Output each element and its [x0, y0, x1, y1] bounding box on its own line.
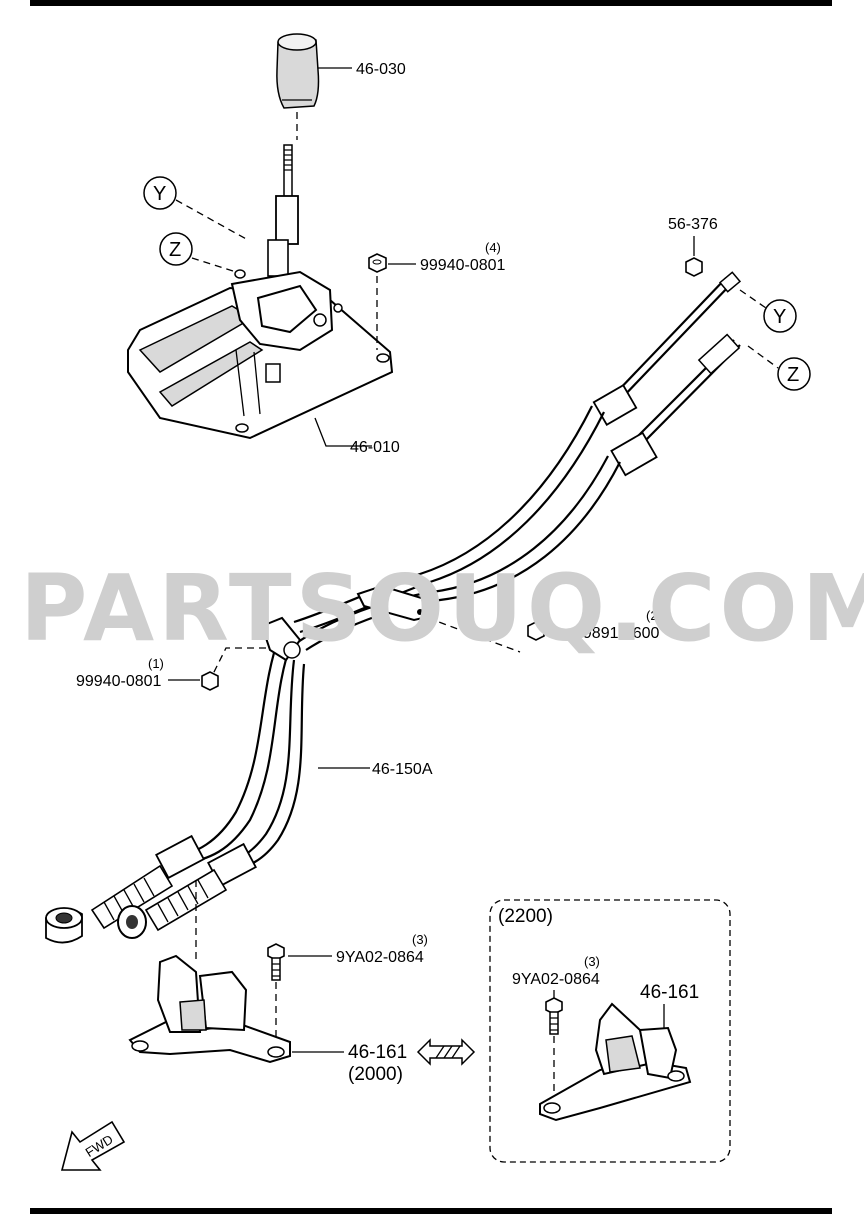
- label-nut-left: 99940-0801: [76, 673, 162, 690]
- nut-left[interactable]: [201, 671, 219, 691]
- label-cable: 46-150A: [372, 761, 433, 778]
- svg-text:Z: Z: [787, 364, 799, 386]
- bolt[interactable]: [267, 943, 285, 981]
- label-bracket-variant: (2000): [348, 1064, 403, 1085]
- nut-top[interactable]: [368, 253, 387, 273]
- callout-y-right: Y: [763, 299, 797, 333]
- label-bracket-alt: 46-161: [640, 982, 699, 1003]
- label-bolt-qty: (3): [412, 932, 428, 947]
- label-nut-mid: 99891-0600: [574, 625, 660, 642]
- shifter-assembly[interactable]: [127, 269, 394, 440]
- label-bolt: 9YA02-0864: [336, 949, 424, 966]
- label-nut-mid-qty: (2): [646, 608, 662, 623]
- bottom-border: [30, 1208, 832, 1214]
- label-nut-top: 99940-0801: [420, 257, 506, 274]
- callout-z-right: Z: [777, 357, 811, 391]
- label-bolt-alt-qty: (3): [584, 954, 600, 969]
- cable-bracket[interactable]: [128, 954, 291, 1064]
- shift-lever: [267, 144, 299, 277]
- label-nut-left-qty: (1): [148, 656, 164, 671]
- label-bushing: 56-376: [668, 216, 718, 233]
- shift-cables[interactable]: [45, 271, 742, 944]
- label-shifter: 46-010: [350, 439, 400, 456]
- svg-text:Y: Y: [773, 306, 786, 328]
- top-border: [30, 0, 832, 6]
- label-variant-2200: (2200): [498, 906, 553, 927]
- svg-text:Z: Z: [169, 239, 181, 261]
- forward-direction-icon: FWD: [60, 1120, 126, 1171]
- bushing[interactable]: [685, 257, 703, 277]
- cable-bracket-alt[interactable]: [539, 1002, 692, 1122]
- bolt-alt[interactable]: [545, 997, 563, 1035]
- callout-y-left: Y: [143, 176, 177, 210]
- label-knob: 46-030: [356, 61, 406, 78]
- shift-knob[interactable]: [276, 33, 320, 109]
- label-bolt-alt: 9YA02-0864: [512, 971, 600, 988]
- svg-text:Y: Y: [153, 183, 166, 205]
- watermark: PARTSOUQ.COM: [20, 555, 864, 662]
- callout-z-left: Z: [159, 232, 193, 266]
- alternative-arrow-icon: [416, 1038, 476, 1066]
- label-bracket: 46-161: [348, 1042, 407, 1063]
- variant-2200-box: [489, 899, 731, 1163]
- nut-mid[interactable]: [527, 621, 545, 641]
- label-nut-top-qty: (4): [485, 240, 501, 255]
